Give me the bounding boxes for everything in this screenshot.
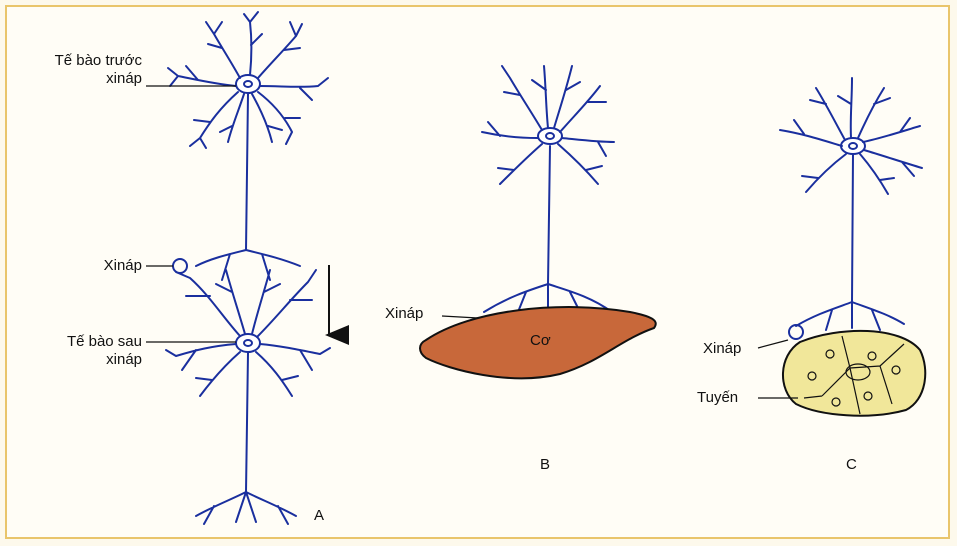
presynaptic-neuron [168,12,328,280]
presynaptic-cell-label: Tế bào trước xináp [10,52,142,88]
muscle-label: Cơ [530,332,551,350]
presynaptic-label-line2: xináp [10,70,142,88]
synapse-label-c: Xináp [703,340,741,358]
gland-label: Tuyến [697,389,738,407]
postsynaptic-label-line1: Tế bào sau [10,333,142,351]
postsynaptic-label-line2: xináp [10,351,142,369]
gland-shape [783,331,925,416]
synapse-label-a: Xináp [60,257,142,275]
panel-letter-b: B [540,456,550,474]
panel-letter-c: C [846,456,857,474]
presynaptic-label-line1: Tế bào trước [10,52,142,70]
leader-lines-a [146,86,236,342]
postsynaptic-cell-label: Tế bào sau xináp [10,333,142,369]
leader-line-b [442,316,478,318]
synapse-label-b: Xináp [385,305,423,323]
synapse-marker [173,259,187,273]
panel-letter-a: A [314,507,324,525]
synapse-marker-c [789,325,803,339]
postsynaptic-neuron [166,270,330,524]
neuron-c [780,78,922,330]
neuron-b [482,66,614,312]
